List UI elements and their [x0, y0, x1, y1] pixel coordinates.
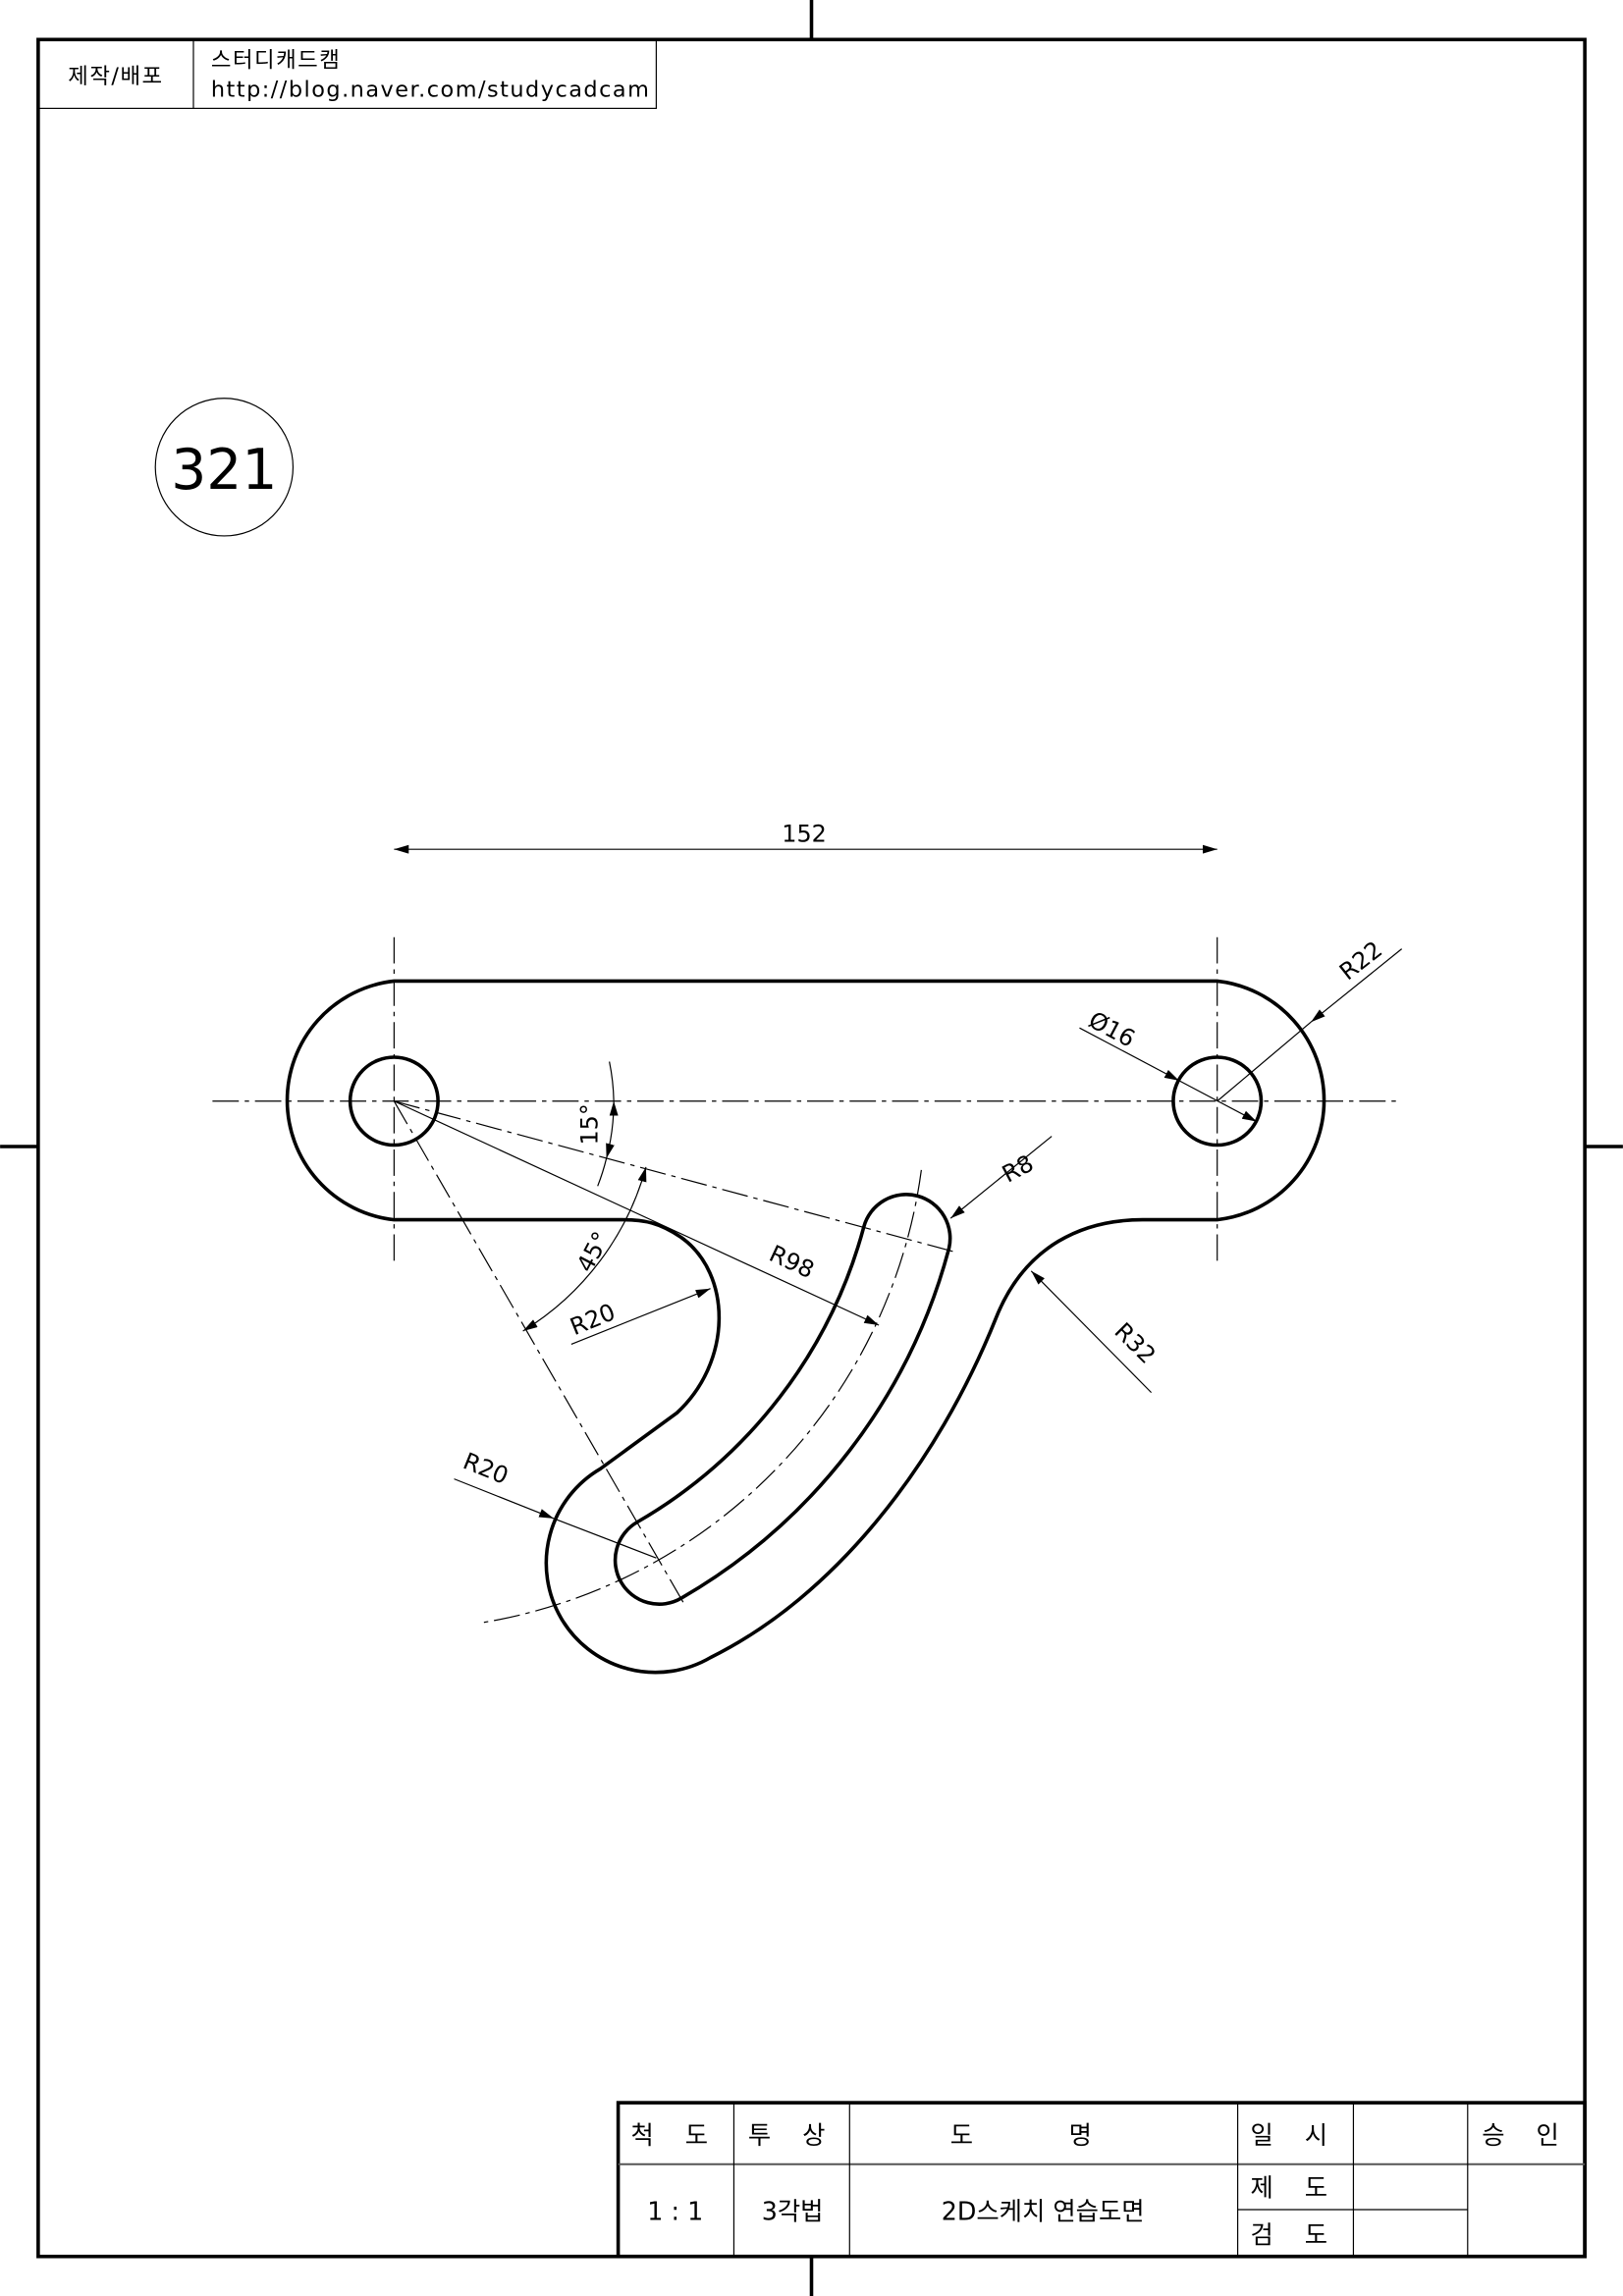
producer-url: http://blog.naver.com/studycadcam — [211, 77, 650, 102]
arc-slot — [613, 1193, 952, 1606]
approval-label: 승 인 — [1482, 2120, 1571, 2150]
checked-label: 검 도 — [1251, 2219, 1340, 2249]
producer-label: 제작/배포 — [68, 64, 163, 89]
scale-label: 척 도 — [631, 2120, 721, 2150]
left-hole — [348, 1055, 440, 1148]
right-hole — [1171, 1055, 1264, 1148]
dim-angle45: 45° — [571, 1227, 616, 1276]
part-outline — [285, 979, 1326, 1675]
dim-length: 152 — [782, 821, 827, 848]
dim-r20-upper: R20 — [567, 1298, 620, 1341]
drawing-number: 321 — [171, 438, 277, 503]
dim-r22: R22 — [1334, 935, 1387, 986]
projection-value: 3각법 — [762, 2196, 824, 2225]
dim-diameter16: Ø16 — [1084, 1006, 1140, 1053]
dimensions: 152 R22 Ø16 R8 R98 R32 R20 R20 15° 45° — [394, 821, 1403, 1559]
drawing-name-value: 2D스케치 연습도면 — [942, 2196, 1145, 2225]
drafted-label: 제 도 — [1251, 2173, 1340, 2203]
scale-value: 1 : 1 — [647, 2196, 703, 2225]
date-label: 일 시 — [1251, 2120, 1340, 2150]
projection-label: 투 상 — [748, 2120, 838, 2150]
dim-angle15: 15° — [576, 1103, 604, 1145]
dim-r32: R32 — [1109, 1317, 1162, 1369]
producer-box: 제작/배포 스터디캐드캠 http://blog.naver.com/study… — [37, 38, 657, 109]
drawing-number-badge: 321 — [154, 398, 295, 537]
producer-name: 스터디캐드캠 — [211, 48, 341, 74]
dim-r98: R98 — [765, 1240, 818, 1284]
drawing-name-label: 도 명 — [950, 2120, 1136, 2150]
dim-r8: R8 — [998, 1149, 1038, 1189]
title-block: 척 도 투 상 도 명 일 시 승 인 1 : 1 3각법 2D스케치 연습도면… — [616, 2101, 1587, 2259]
